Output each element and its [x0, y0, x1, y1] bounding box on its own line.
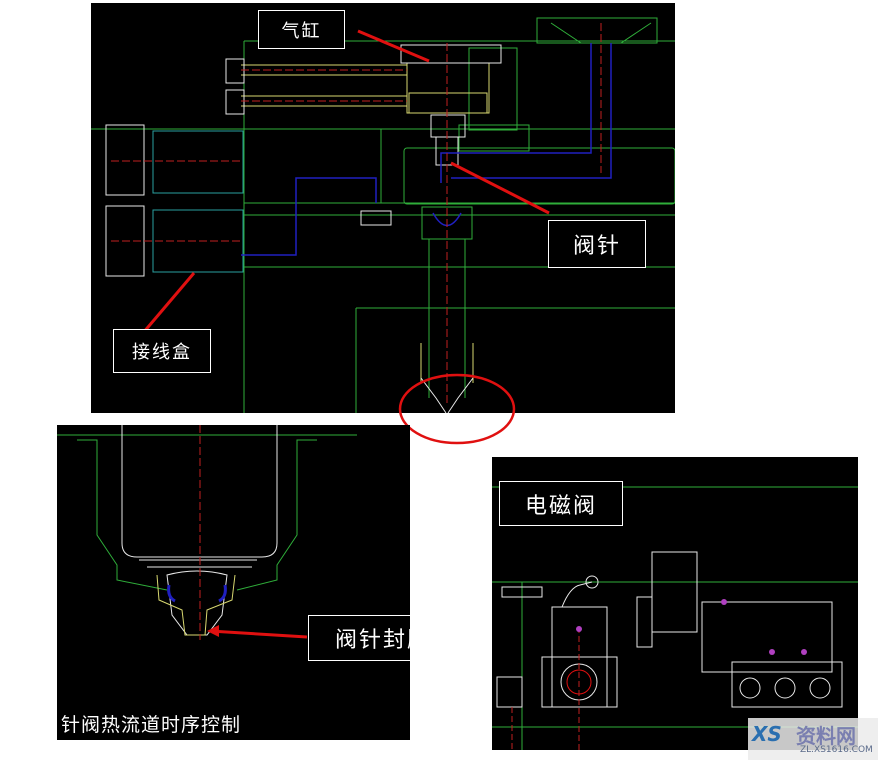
label-valve-pin: 阀针	[548, 220, 646, 268]
label-valve-pin-seal-position: 阀针封胶位	[308, 615, 410, 661]
watermark-name: 资料网	[796, 724, 856, 748]
label-solenoid-valve: 电磁阀	[499, 481, 623, 526]
arrow-to-junction-box	[141, 272, 196, 334]
label-junction-box: 接线盒	[113, 329, 211, 373]
watermark-logo: XS	[752, 722, 782, 746]
label-cylinder: 气缸	[258, 10, 345, 49]
detail-caption: 针阀热流道时序控制	[61, 714, 242, 736]
top-cad-drawing: 气缸 阀针 接线盒	[91, 3, 675, 413]
watermark-url: ZL.XS1616.COM	[800, 745, 873, 755]
arrow-to-cylinder	[357, 29, 430, 63]
valve-pin-seal-detail	[57, 425, 357, 640]
watermark: XS 资料网 ZL.XS1616.COM	[748, 718, 878, 760]
detail-cad-drawing: 阀针封胶位 针阀热流道时序控制	[57, 425, 410, 740]
arrow-to-valve-pin	[450, 161, 550, 215]
solenoid-cad-drawing: 电磁阀	[492, 457, 858, 750]
